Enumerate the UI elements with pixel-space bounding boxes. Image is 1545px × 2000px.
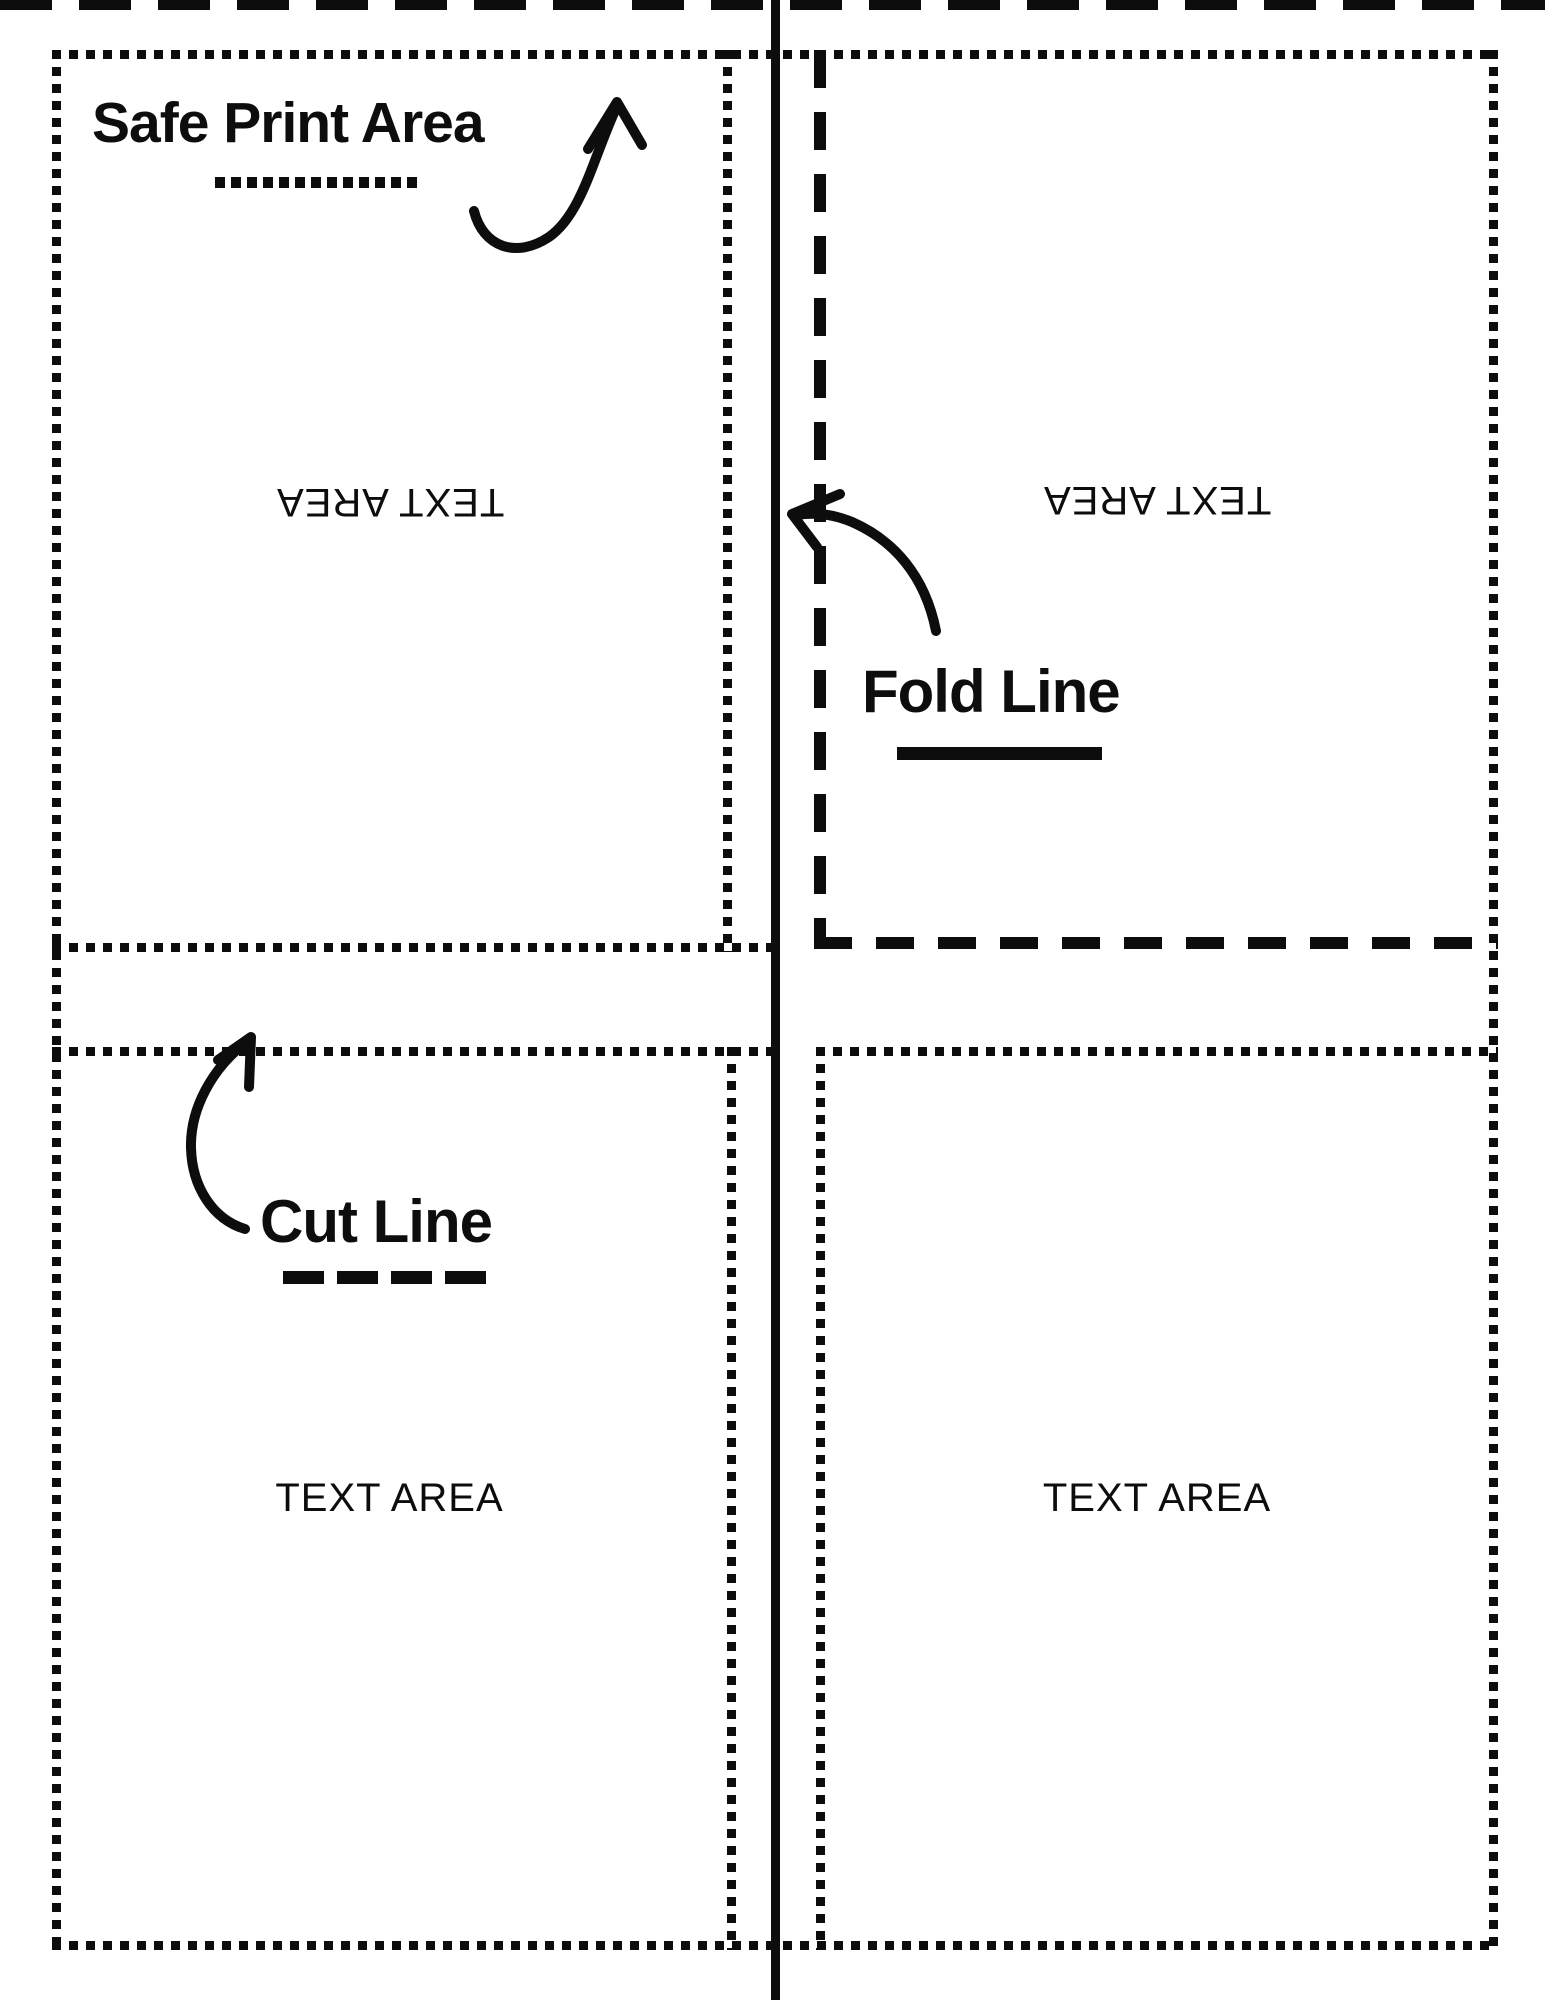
bottom-right-box-top-border (816, 1047, 1498, 1056)
cut-line-dashed-swatch (283, 1271, 488, 1284)
fold-line-vertical (771, 0, 780, 2000)
bottom-left-box-top-border (52, 1047, 780, 1056)
bottom-right-box-left-border (816, 1047, 825, 1950)
bottom-left-text-area: TEXT AREA (52, 1047, 727, 1950)
bottom-left-text-area-label: TEXT AREA (275, 1476, 504, 1520)
cut-line-horizontal (0, 0, 1545, 10)
bottom-left-box-right-border (727, 1047, 736, 1950)
top-left-box-bottom-border (52, 943, 780, 952)
bottom-right-text-area: TEXT AREA (816, 1047, 1498, 1950)
top-right-box-bottom-border (814, 937, 1498, 949)
top-left-box-right-border (723, 50, 732, 952)
top-right-text-area: TEXT AREA (816, 50, 1498, 948)
fold-line-solid-swatch (897, 747, 1102, 760)
top-right-text-area-label: TEXT AREA (1042, 477, 1272, 522)
cut-line-label: Cut Line (260, 1188, 493, 1255)
top-left-text-area: TEXT AREA (52, 50, 728, 952)
top-left-text-area-label: TEXT AREA (275, 479, 505, 524)
safe-print-area-dotted-swatch (215, 177, 419, 188)
bottom-right-text-area-label: TEXT AREA (1042, 1476, 1272, 1520)
safe-print-area-label: Safe Print Area (92, 91, 485, 155)
safe-area-border-right (1489, 50, 1498, 1950)
safe-area-border-left (52, 50, 61, 1950)
fold-line-label: Fold Line (862, 658, 1121, 725)
